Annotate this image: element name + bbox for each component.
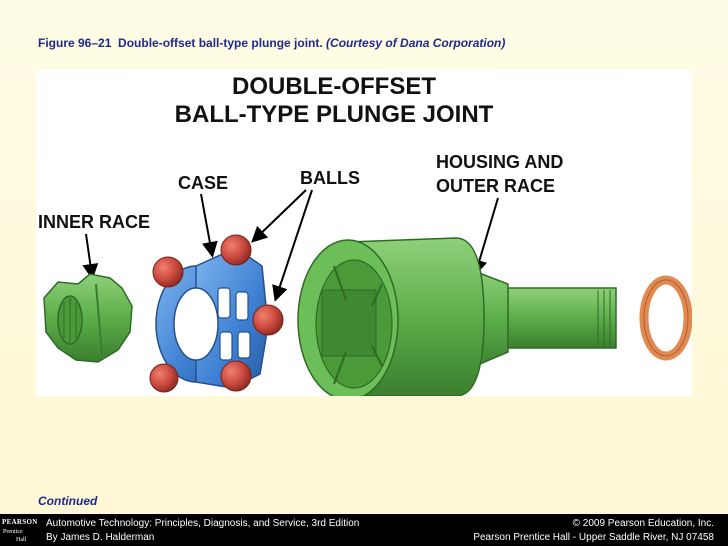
case-part — [155, 247, 269, 389]
ball — [220, 360, 252, 392]
publisher: Pearson Prentice Hall - Upper Saddle Riv… — [473, 532, 714, 543]
diagram-title-line2: BALL-TYPE PLUNGE JOINT — [175, 101, 494, 128]
ball — [220, 234, 252, 266]
ball — [149, 363, 179, 393]
label-balls: BALLS — [300, 168, 360, 188]
continued-label: Continued — [38, 494, 98, 508]
ball — [152, 256, 184, 288]
diagram-title-line1: DOUBLE-OFFSET — [232, 73, 436, 100]
inner-race-part — [43, 273, 133, 363]
housing-part — [297, 237, 617, 396]
figure-caption: Figure 96–21 Double-offset ball-type plu… — [38, 36, 505, 50]
arrow-balls-1 — [251, 189, 307, 243]
book-title: Automotive Technology: Principles, Diagn… — [46, 518, 360, 529]
logo-text-line3: Hall — [16, 537, 27, 543]
footer-bar: PEARSON Prentice Hall Automotive Technol… — [0, 514, 728, 546]
figure-title: Double-offset ball-type plunge joint. — [118, 36, 323, 50]
ball — [252, 304, 284, 336]
arrow-case — [200, 193, 218, 258]
logo-text-line1: PEARSON — [2, 518, 38, 526]
snap-ring-part — [639, 275, 692, 361]
copyright: © 2009 Pearson Education, Inc. — [572, 518, 714, 529]
author: By James D. Halderman — [46, 532, 155, 543]
pearson-prentice-hall-logo: PEARSON Prentice Hall — [0, 514, 38, 546]
label-housing-line2: OUTER RACE — [436, 176, 555, 196]
logo-text-line2: Prentice — [3, 529, 23, 535]
plunge-joint-diagram: DOUBLE-OFFSET BALL-TYPE PLUNGE JOINT CAS… — [36, 70, 692, 396]
label-inner-race: INNER RACE — [38, 212, 150, 232]
figure-label: Figure 96–21 — [38, 36, 112, 50]
label-housing-line1: HOUSING AND — [436, 152, 563, 172]
balls-group — [149, 234, 284, 393]
arrow-housing — [471, 197, 499, 276]
arrow-balls-2 — [272, 189, 313, 302]
arrow-inner-race — [82, 233, 99, 280]
label-case: CASE — [178, 173, 228, 193]
figure-credit: (Courtesy of Dana Corporation) — [326, 36, 506, 50]
